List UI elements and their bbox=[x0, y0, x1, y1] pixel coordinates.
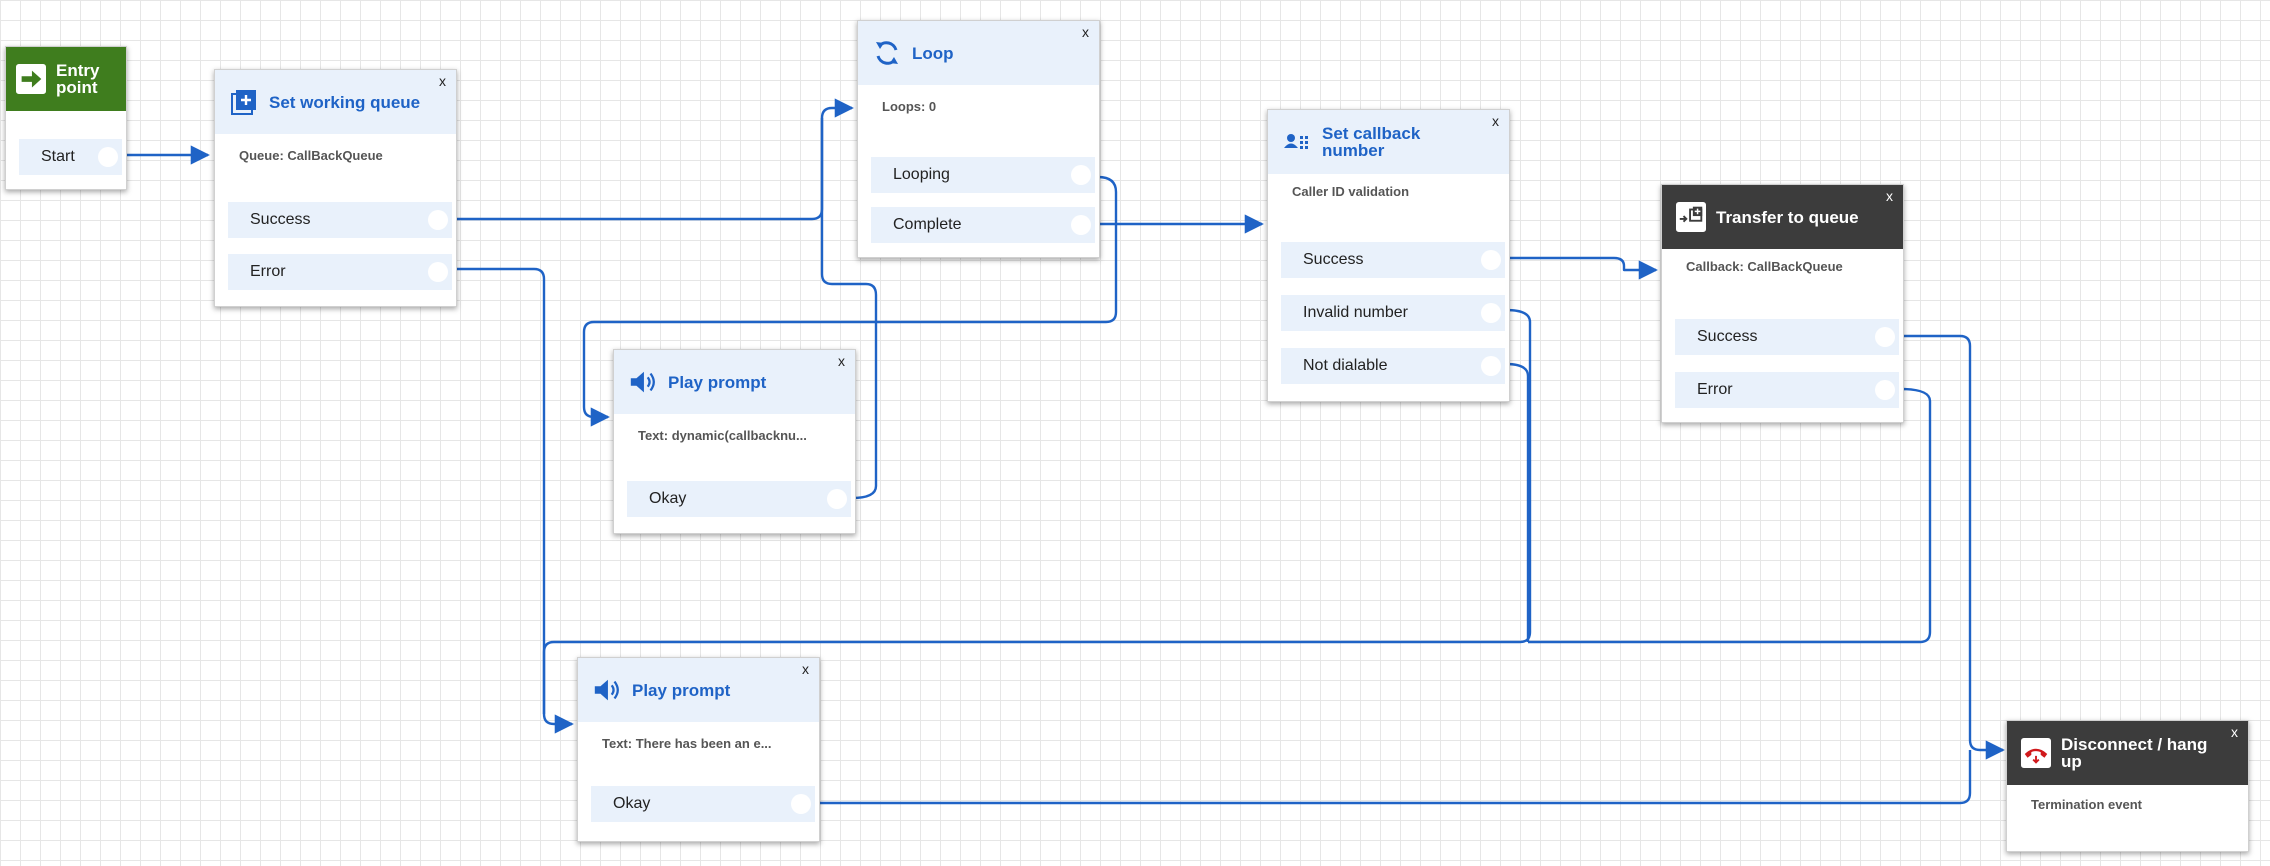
output-port[interactable] bbox=[1071, 215, 1091, 235]
branch-complete[interactable]: Complete bbox=[871, 207, 1095, 243]
speaker-icon bbox=[592, 675, 622, 705]
close-icon[interactable]: x bbox=[2231, 724, 2238, 740]
connector-callback-success-to-transfer[interactable] bbox=[1506, 256, 1658, 280]
close-icon[interactable]: x bbox=[1082, 24, 1089, 40]
branch-success[interactable]: Success bbox=[1675, 319, 1899, 355]
set-working-queue-block[interactable]: Set working queue x Queue: CallBackQueue… bbox=[214, 69, 457, 307]
entry-point-block[interactable]: Entry point Start bbox=[5, 46, 127, 190]
entry-point-title: Entry point bbox=[56, 61, 100, 97]
branch-error-label: Error bbox=[250, 263, 286, 280]
disconnect-title: Disconnect / hang up bbox=[2061, 735, 2208, 771]
loop-icon bbox=[872, 38, 902, 68]
branch-success-label: Success bbox=[1697, 328, 1758, 345]
close-icon[interactable]: x bbox=[802, 661, 809, 677]
arrow-right-icon bbox=[16, 64, 46, 94]
play-prompt-title: Play prompt bbox=[668, 372, 767, 392]
set-callback-number-header: Set callback number x bbox=[1268, 110, 1509, 174]
transfer-to-queue-title: Transfer to queue bbox=[1716, 207, 1859, 227]
branch-error[interactable]: Error bbox=[1675, 372, 1899, 408]
connector-loop-looping-to-play1[interactable] bbox=[582, 175, 1118, 427]
branch-okay[interactable]: Okay bbox=[627, 481, 851, 517]
branch-error-label: Error bbox=[1697, 381, 1733, 398]
branch-looping-label: Looping bbox=[893, 166, 950, 183]
connector-queue-success-to-loop[interactable] bbox=[453, 98, 854, 221]
branch-start-label: Start bbox=[41, 148, 75, 165]
output-port[interactable] bbox=[827, 489, 847, 509]
branch-success[interactable]: Success bbox=[1281, 242, 1505, 278]
loop-desc: Loops: 0 bbox=[882, 99, 937, 114]
set-working-queue-header: Set working queue x bbox=[215, 70, 456, 134]
output-port[interactable] bbox=[1071, 165, 1091, 185]
output-port[interactable] bbox=[98, 147, 118, 167]
connector-callback-invalid-to-play2[interactable] bbox=[542, 308, 1532, 714]
set-working-queue-title: Set working queue bbox=[269, 92, 421, 112]
branch-success-label: Success bbox=[1303, 251, 1364, 268]
loop-block[interactable]: Loop x Loops: 0 Looping Complete bbox=[857, 20, 1100, 258]
branch-looping[interactable]: Looping bbox=[871, 157, 1095, 193]
connector-callback-notdialable-to-play2[interactable] bbox=[1505, 362, 1530, 642]
set-callback-number-desc: Caller ID validation bbox=[1292, 184, 1410, 199]
disconnect-block[interactable]: Disconnect / hang up x Termination event bbox=[2006, 720, 2249, 852]
output-port[interactable] bbox=[1481, 356, 1501, 376]
branch-not-dialable[interactable]: Not dialable bbox=[1281, 348, 1505, 384]
entry-point-header: Entry point bbox=[6, 47, 126, 111]
contact-card-icon bbox=[1282, 127, 1312, 157]
play-prompt-header: Play prompt x bbox=[614, 350, 855, 414]
branch-not-dialable-label: Not dialable bbox=[1303, 357, 1388, 374]
play-prompt-block-1[interactable]: Play prompt x Text: dynamic(callbacknu..… bbox=[613, 349, 856, 534]
branch-error[interactable]: Error bbox=[228, 254, 452, 290]
connector-play2-okay-to-disconnect[interactable] bbox=[816, 750, 1972, 805]
disconnect-desc: Termination event bbox=[2031, 797, 2143, 812]
set-callback-number-block[interactable]: Set callback number x Caller ID validati… bbox=[1267, 109, 1510, 402]
speaker-icon bbox=[628, 367, 658, 397]
transfer-to-queue-header: Transfer to queue x bbox=[1662, 185, 1903, 249]
set-working-queue-desc: Queue: CallBackQueue bbox=[239, 148, 383, 163]
output-port[interactable] bbox=[1875, 380, 1895, 400]
branch-complete-label: Complete bbox=[893, 216, 962, 233]
loop-header: Loop x bbox=[858, 21, 1099, 85]
connector-play1-okay-to-loop[interactable] bbox=[820, 118, 878, 500]
output-port[interactable] bbox=[1481, 303, 1501, 323]
output-port[interactable] bbox=[428, 262, 448, 282]
output-port[interactable] bbox=[1481, 250, 1501, 270]
connector-queue-error-to-play2[interactable] bbox=[453, 267, 574, 734]
branch-okay[interactable]: Okay bbox=[591, 786, 815, 822]
branch-invalid-number[interactable]: Invalid number bbox=[1281, 295, 1505, 331]
queue-add-icon bbox=[229, 87, 259, 117]
branch-success[interactable]: Success bbox=[228, 202, 452, 238]
connector-transfer-error-to-play2[interactable] bbox=[1528, 387, 1932, 644]
output-port[interactable] bbox=[791, 794, 811, 814]
hang-up-phone-icon bbox=[2021, 738, 2051, 768]
transfer-to-queue-desc: Callback: CallBackQueue bbox=[1686, 259, 1843, 274]
loop-title: Loop bbox=[912, 43, 954, 63]
play-prompt-desc: Text: dynamic(callbacknu... bbox=[638, 428, 807, 443]
close-icon[interactable]: x bbox=[439, 73, 446, 89]
play-prompt-header: Play prompt x bbox=[578, 658, 819, 722]
close-icon[interactable]: x bbox=[838, 353, 845, 369]
output-port[interactable] bbox=[1875, 327, 1895, 347]
play-prompt-block-2[interactable]: Play prompt x Text: There has been an e.… bbox=[577, 657, 820, 842]
close-icon[interactable]: x bbox=[1492, 113, 1499, 129]
disconnect-header: Disconnect / hang up x bbox=[2007, 721, 2248, 785]
branch-success-label: Success bbox=[250, 211, 311, 228]
branch-okay-label: Okay bbox=[649, 490, 687, 507]
branch-okay-label: Okay bbox=[613, 795, 651, 812]
branch-invalid-number-label: Invalid number bbox=[1303, 304, 1408, 321]
branch-start[interactable]: Start bbox=[19, 139, 122, 175]
output-port[interactable] bbox=[428, 210, 448, 230]
set-callback-number-title: Set callback number bbox=[1322, 124, 1421, 160]
connector-transfer-success-to-disconnect[interactable] bbox=[1900, 334, 2005, 760]
transfer-to-queue-block[interactable]: Transfer to queue x Callback: CallBackQu… bbox=[1661, 184, 1904, 423]
transfer-queue-icon bbox=[1676, 202, 1706, 232]
play-prompt-desc: Text: There has been an e... bbox=[602, 736, 772, 751]
close-icon[interactable]: x bbox=[1886, 188, 1893, 204]
play-prompt-title: Play prompt bbox=[632, 680, 731, 700]
